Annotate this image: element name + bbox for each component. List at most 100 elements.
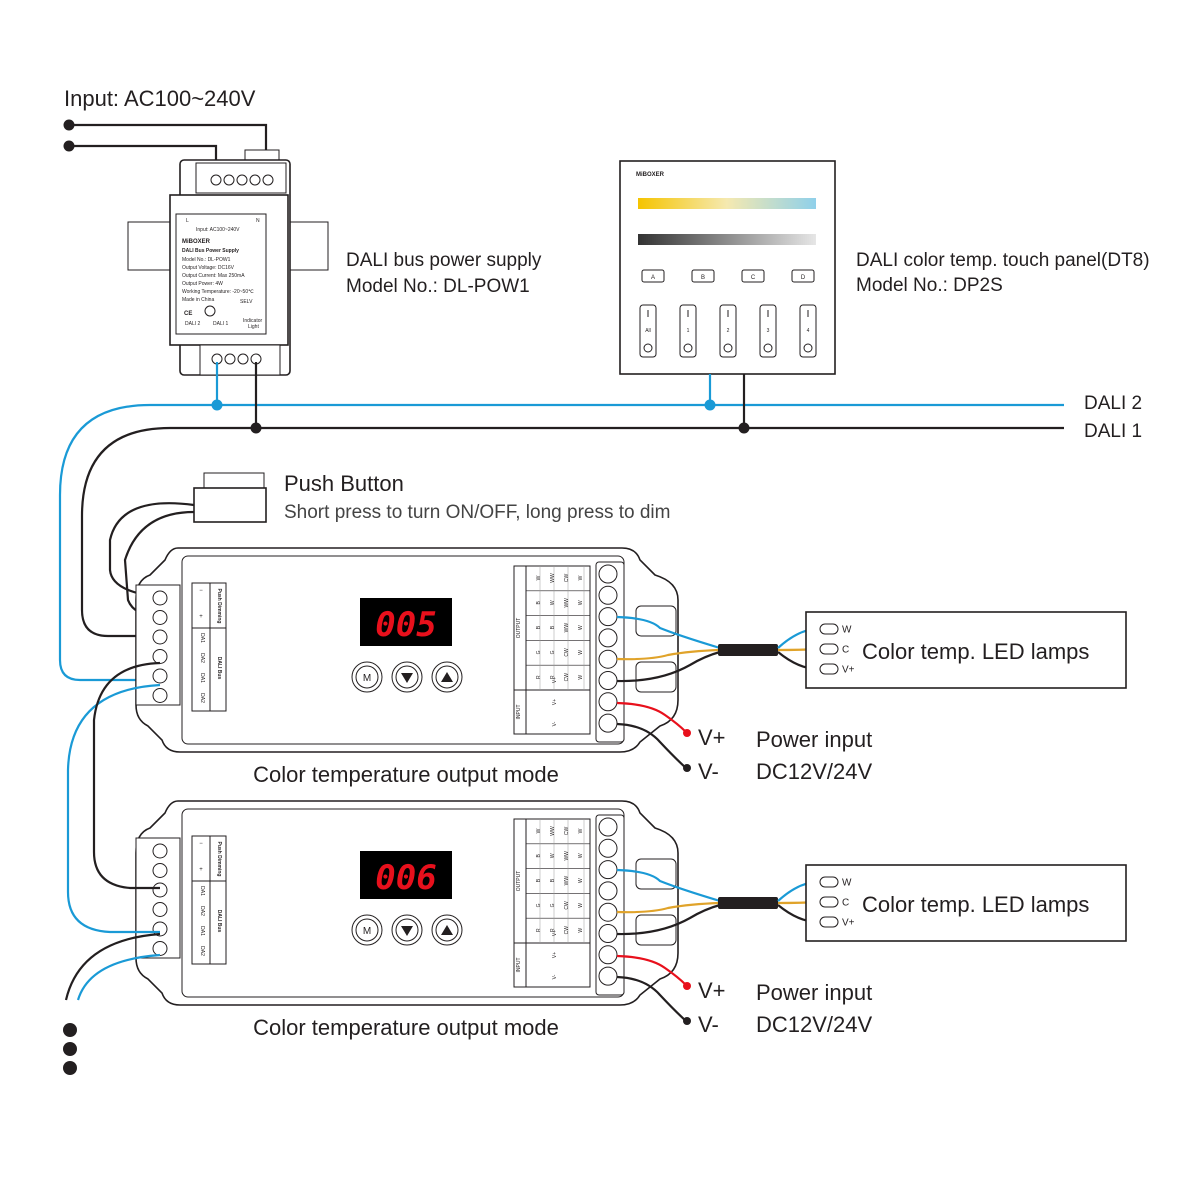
channel-label: CW (564, 673, 570, 682)
channel-label: CW (564, 648, 570, 657)
left-terminal (152, 941, 168, 956)
vplus-label: V+ (698, 978, 726, 1003)
mode-label: Color temperature output mode (253, 762, 559, 787)
cool-wire (616, 868, 721, 903)
group-button-b[interactable]: B (691, 269, 715, 283)
label-da2: DA2 (199, 906, 205, 916)
right-terminal (598, 692, 618, 712)
push-button-desc: Short press to turn ON/OFF, long press t… (284, 502, 670, 523)
zone-button-4[interactable]: 4 (799, 304, 817, 358)
channel-label: WW (564, 598, 570, 608)
group-button-a[interactable]: A (641, 269, 665, 283)
channel-label: CW (564, 901, 570, 910)
segment-display: 006 (360, 851, 452, 899)
lamp-terminal-label: C (842, 898, 849, 909)
down-button[interactable] (391, 661, 423, 693)
more-dot (63, 1061, 77, 1075)
channel-label: B (550, 625, 556, 629)
group-button-d[interactable]: D (791, 269, 815, 283)
panel-group-buttons: A B C D (641, 269, 815, 283)
ce-mark: CE (184, 311, 192, 317)
group-button-c[interactable]: C (741, 269, 765, 283)
mode-button[interactable]: M (351, 914, 383, 946)
channel-label: B (536, 625, 542, 629)
channel-label: CW (564, 926, 570, 935)
left-terminal (152, 649, 168, 664)
plate-selv: SELV (240, 299, 253, 305)
label-da1: DA1 (199, 886, 205, 896)
channel-label: WW (564, 876, 570, 886)
channel-label: WW (550, 826, 556, 836)
group-button-label: B (701, 275, 705, 281)
channel-label: W (550, 600, 556, 605)
vminus-label: V- (698, 759, 719, 784)
lamp-terminal (819, 876, 839, 888)
label-vplus: V+ (552, 677, 558, 683)
mode-button[interactable]: M (351, 661, 383, 693)
common-wire (616, 650, 721, 683)
group-button-label: D (801, 275, 806, 281)
vplus-dot (683, 729, 691, 737)
vplus-wire (616, 701, 687, 733)
lamp-terminal (819, 623, 839, 635)
bus-dali2-label: DALI 2 (1084, 393, 1142, 414)
channel-label: G (550, 650, 556, 654)
push-button[interactable] (193, 487, 267, 523)
channel-label: CW (564, 574, 570, 583)
channel-label: R (550, 675, 556, 679)
label-da1: DA1 (199, 633, 205, 643)
vminus-label: V- (698, 1012, 719, 1037)
vminus-dot (683, 1017, 691, 1025)
right-terminal (598, 628, 618, 648)
lamp-terminal-label: W (842, 625, 852, 636)
right-terminal (598, 838, 618, 858)
left-terminal (152, 882, 168, 898)
up-button[interactable] (431, 661, 463, 693)
lamp-terminal (819, 643, 839, 655)
display-value: 005 (375, 605, 436, 645)
channel-label: W (536, 828, 542, 833)
more-dot (63, 1042, 77, 1056)
zone-button-2[interactable]: 2 (719, 304, 737, 358)
label-input: INPUT (516, 958, 522, 973)
right-terminal (598, 817, 618, 837)
vplus-dot (683, 982, 691, 990)
ps-brand: MiBOXER (182, 239, 211, 245)
label-dali-bus: DALI Bus (216, 910, 222, 933)
zone-button-3[interactable]: 3 (759, 304, 777, 358)
label-vplus: V+ (552, 699, 558, 705)
cct-slider[interactable] (638, 198, 816, 209)
channel-label: G (536, 903, 542, 907)
plate-light: Light (248, 324, 259, 330)
vminus-wire (616, 975, 687, 1022)
up-button[interactable] (431, 914, 463, 946)
warm-wire (616, 901, 721, 914)
cable-sleeve (718, 897, 778, 909)
panel-model: Model No.: DP2S (856, 275, 1003, 296)
channel-label: W (578, 903, 584, 908)
bus-dali1-label: DALI 1 (1084, 421, 1142, 442)
lamp-box (805, 864, 1127, 942)
left-terminal (152, 902, 168, 917)
vminus-dot (683, 764, 691, 772)
lamp-terminal-label: V+ (842, 665, 855, 676)
label-input: INPUT (516, 705, 522, 720)
channel-label: W (550, 853, 556, 858)
left-terminal (152, 843, 168, 859)
zone-button-1[interactable]: 1 (679, 304, 697, 358)
cool-wire (616, 615, 721, 650)
channel-label: G (550, 903, 556, 907)
label-plus: + (199, 867, 203, 873)
mode-button-label: M (363, 673, 371, 684)
brightness-slider[interactable] (638, 234, 816, 245)
plate-input: Input: AC100~240V (196, 227, 240, 233)
right-terminal (598, 902, 618, 922)
plate-l6: Made in China (182, 297, 214, 303)
channel-label: R (550, 928, 556, 932)
label-vplus: V+ (552, 952, 558, 958)
label-output: OUTPUT (516, 871, 522, 892)
down-button[interactable] (391, 914, 423, 946)
label-da1: DA1 (199, 673, 205, 683)
zone-button-all[interactable]: All (639, 304, 657, 358)
